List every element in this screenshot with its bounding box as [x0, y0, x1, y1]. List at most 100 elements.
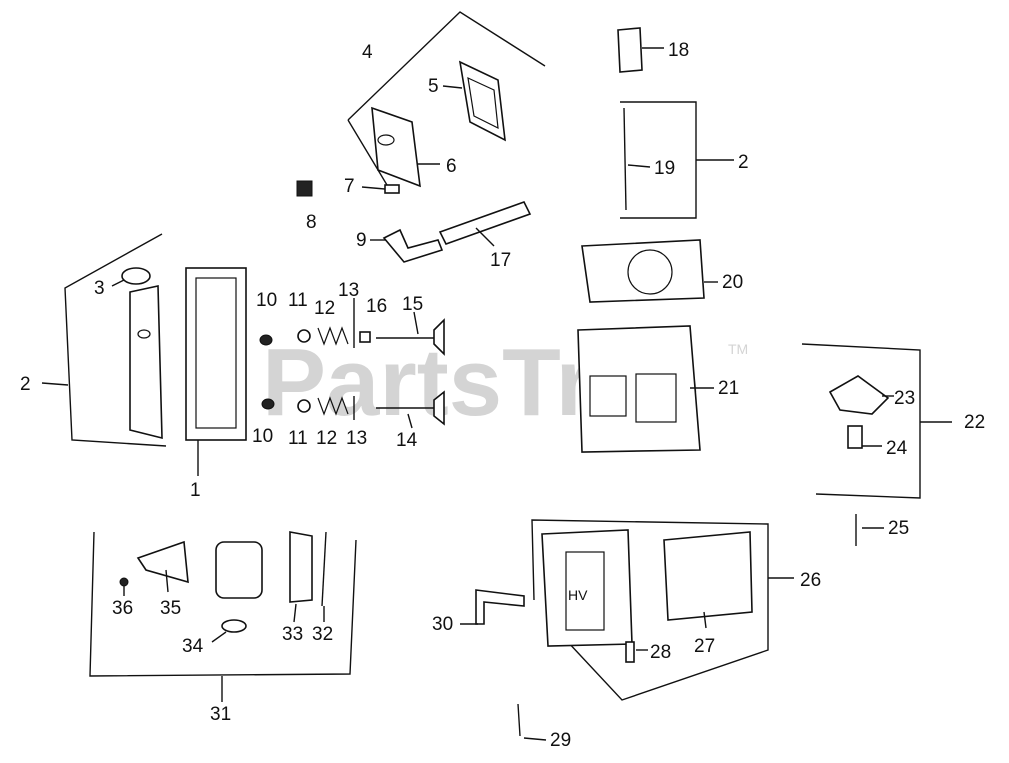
label-13-lower: 13	[346, 428, 367, 449]
valve-cover-hole	[137, 329, 151, 339]
push-rod-assembly	[617, 27, 734, 219]
part-21-head[interactable]	[577, 325, 701, 453]
watermark-tm: TM	[728, 341, 748, 357]
part-32[interactable]	[321, 531, 327, 607]
label-15: 15	[402, 294, 423, 315]
part-35-clip[interactable]	[136, 540, 189, 584]
part-cover-panel	[565, 551, 605, 631]
valve-cover-panel[interactable]	[129, 285, 163, 440]
group-26-assembly: HV	[460, 519, 794, 701]
label-23: 23	[894, 388, 915, 409]
label-29: 29	[550, 730, 571, 751]
part-8-nut[interactable]	[296, 180, 313, 197]
group-31-assembly	[89, 531, 357, 702]
part-7-screw[interactable]	[384, 184, 400, 194]
label-11-upper: 11	[288, 290, 308, 311]
label-3: 3	[94, 278, 105, 299]
label-22: 22	[964, 412, 985, 433]
part-1-head[interactable]	[185, 267, 247, 441]
label-16: 16	[366, 296, 387, 317]
label-21: 21	[718, 378, 739, 399]
callout-labels: 1 2 3 4 5 6 7 8 9 10 10 11 11 12 12 13 1…	[20, 40, 985, 751]
leader-19	[627, 164, 651, 168]
bracket-22	[801, 343, 921, 499]
bracket-2	[64, 233, 167, 447]
label-24: 24	[886, 438, 908, 459]
part-30-bracket[interactable]	[475, 589, 525, 625]
part-1-head-detail	[195, 277, 237, 429]
bracket-26	[531, 519, 769, 701]
leader-2	[41, 382, 69, 386]
part-12-upper-spring[interactable]	[317, 326, 349, 346]
part-34-cap[interactable]	[221, 619, 247, 633]
part-12-lower-spring[interactable]	[317, 396, 349, 416]
label-10-lower: 10	[252, 426, 273, 447]
part-15-head[interactable]	[433, 318, 445, 356]
part-33[interactable]	[289, 531, 313, 603]
part-5-gasket[interactable]	[458, 60, 506, 142]
part-19-rod[interactable]	[623, 107, 627, 211]
group-22-assembly	[801, 343, 952, 499]
part-20-bore	[627, 249, 673, 295]
part-29-screw[interactable]	[517, 703, 521, 737]
part-17-hose[interactable]	[438, 201, 532, 245]
part-24[interactable]	[847, 425, 863, 449]
label-30: 30	[432, 614, 453, 635]
part-11-lower[interactable]	[297, 399, 311, 413]
part-9-elbow[interactable]	[382, 228, 444, 263]
cover-lettering: HV	[568, 587, 588, 603]
leader-3	[111, 279, 125, 287]
part-21-port-right	[635, 373, 677, 423]
label-19-right: 2	[738, 152, 749, 173]
label-4: 4	[362, 42, 373, 63]
part-36-screw[interactable]	[119, 577, 129, 587]
label-18: 18	[668, 40, 689, 61]
leader-14	[407, 413, 413, 429]
label-13-upper: 13	[338, 280, 359, 301]
leader-5	[442, 85, 463, 89]
label-14: 14	[396, 430, 418, 451]
label-32: 32	[312, 624, 333, 645]
label-7: 7	[344, 176, 355, 197]
cylinder-head-side-assembly	[41, 233, 445, 476]
part-6-cover[interactable]	[371, 106, 421, 188]
part-5-gasket-inner	[467, 76, 499, 130]
part-21-port-left	[589, 375, 627, 417]
leader-7	[361, 186, 386, 190]
part-27-gasket[interactable]	[663, 531, 753, 621]
label-35: 35	[160, 598, 181, 619]
bracket-4	[347, 11, 546, 121]
label-26: 26	[800, 570, 821, 591]
label-34: 34	[182, 636, 204, 657]
part-3-plug[interactable]	[121, 267, 151, 285]
part-23[interactable]	[828, 375, 890, 415]
part-10-lower[interactable]	[261, 398, 275, 410]
head-gasket	[581, 239, 718, 303]
part-28-screw[interactable]	[625, 641, 635, 663]
part-10-upper[interactable]	[259, 334, 273, 346]
label-12-upper: 12	[314, 298, 335, 319]
part-11-upper[interactable]	[297, 329, 311, 343]
leader-35	[165, 569, 169, 593]
label-25: 25	[888, 518, 909, 539]
part-filter-canister[interactable]	[215, 541, 263, 599]
part-14-head[interactable]	[433, 390, 445, 426]
label-8: 8	[306, 212, 317, 233]
label-20: 20	[722, 272, 743, 293]
label-19: 19	[654, 158, 675, 179]
label-1: 1	[190, 480, 201, 501]
part-6-cover-boss	[377, 134, 395, 146]
part-16-seal[interactable]	[359, 331, 371, 343]
part-18-lifter[interactable]	[617, 27, 643, 73]
part-20-gasket[interactable]	[581, 239, 705, 303]
label-12-lower: 12	[316, 428, 337, 449]
leader-34	[211, 631, 227, 643]
cylinder-head	[577, 325, 714, 453]
label-2: 2	[20, 374, 31, 395]
bracket-31	[89, 531, 357, 677]
leader-15	[413, 311, 419, 335]
label-10-upper: 10	[256, 290, 277, 311]
label-17: 17	[490, 250, 511, 271]
label-36: 36	[112, 598, 133, 619]
